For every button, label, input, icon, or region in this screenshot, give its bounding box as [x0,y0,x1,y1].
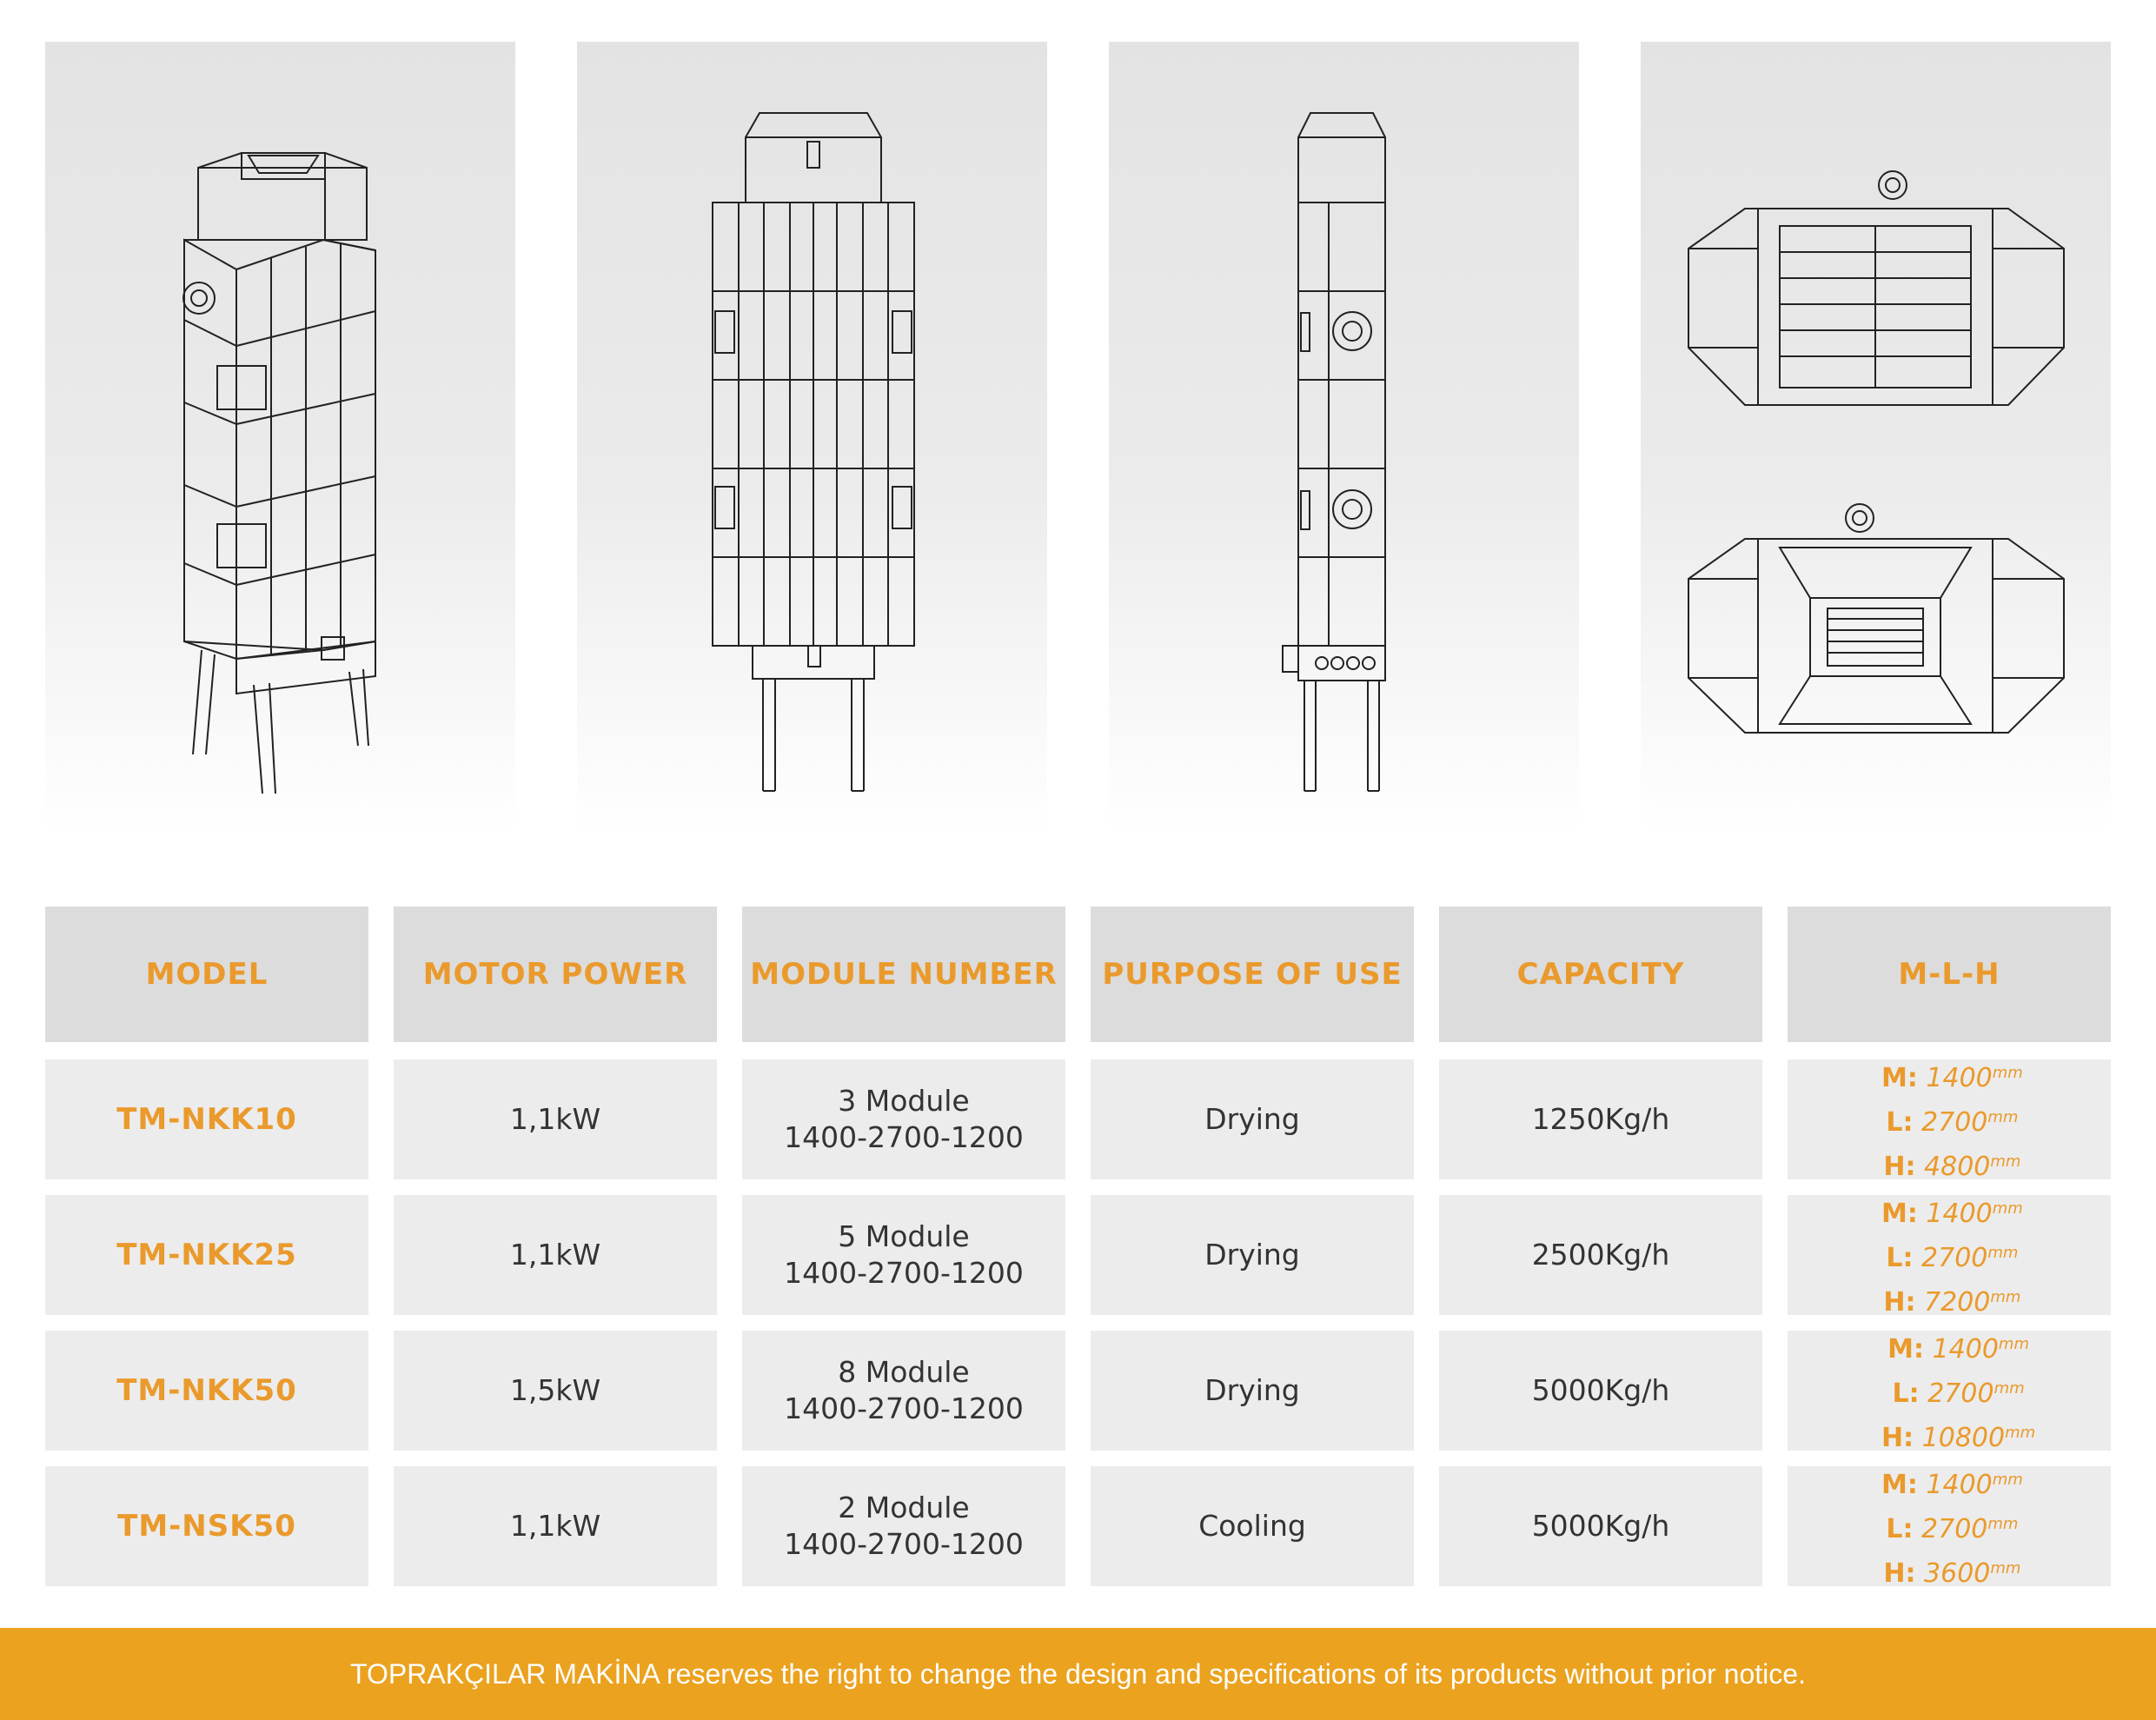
row-2-motor-power: 1,1kW [394,1195,717,1315]
row-3-module-dims: 1400-2700-1200 [784,1391,1024,1425]
row-3-module-count: 8 Module [838,1355,970,1389]
unit-mm: mm [1993,1378,2025,1398]
disclaimer-text: TOPRAKÇILAR MAKİNA reserves the right to… [350,1657,1806,1690]
row-4-h-value: 3600 [1924,1557,1991,1589]
dim-label-h: H: [1883,1151,1916,1182]
row-4-model: TM-NSK50 [45,1466,368,1586]
side-view-panel [1109,42,1579,833]
row-2-dimensions: M: 1400mm L: 2700mm H: 7200mm [1788,1195,2111,1318]
unit-mm: mm [1990,1287,2021,1306]
row-1-l-value: 2700 [1921,1106,1988,1138]
unit-mm: mm [1987,1514,2019,1533]
row-3-l-value: 2700 [1927,1378,1994,1409]
row-2-model: TM-NKK25 [45,1195,368,1315]
dim-label-m: M: [1881,1198,1918,1229]
unit-mm: mm [1992,1199,2023,1218]
row-3-h-value: 10800 [1921,1422,2006,1453]
isometric-dryer-drawing [45,42,515,833]
row-1-purpose: Drying [1091,1059,1414,1179]
dim-label-l: L: [1886,1242,1914,1273]
row-3-model: TM-NKK50 [45,1331,368,1451]
row-2-l-value: 2700 [1921,1242,1988,1273]
front-dryer-drawing [577,42,1047,833]
dim-label-m: M: [1881,1469,1918,1500]
top-bottom-dryer-drawing [1641,42,2111,833]
row-4-module-count: 2 Module [838,1491,970,1524]
unit-mm: mm [1992,1470,2023,1489]
row-4-purpose: Cooling [1091,1466,1414,1586]
row-1-capacity: 1250Kg/h [1439,1059,1762,1179]
row-3-purpose: Drying [1091,1331,1414,1451]
row-4-m-value: 1400 [1926,1469,1993,1500]
row-4-dimensions: M: 1400mm L: 2700mm H: 3600mm [1788,1466,2111,1589]
row-3-dimensions: M: 1400mm L: 2700mm H: 10800mm [1788,1331,2111,1453]
unit-mm: mm [1990,1558,2021,1577]
dim-label-l: L: [1886,1513,1914,1544]
row-1-h-value: 4800 [1924,1151,1991,1182]
side-dryer-drawing [1109,42,1579,833]
header-motor-power: MOTOR POWER [394,906,717,1042]
row-3-m-value: 1400 [1932,1333,1999,1365]
row-1-m-value: 1400 [1926,1062,1993,1093]
unit-mm: mm [2005,1423,2036,1442]
front-view-panel [577,42,1047,833]
row-1-motor-power: 1,1kW [394,1059,717,1179]
dim-label-l: L: [1886,1106,1914,1138]
header-capacity: CAPACITY [1439,906,1762,1042]
dim-label-h: H: [1883,1557,1916,1589]
row-1-module-dims: 1400-2700-1200 [784,1120,1024,1154]
dim-label-h: H: [1883,1286,1916,1318]
row-1-module-count: 3 Module [838,1084,970,1118]
unit-mm: mm [1987,1107,2019,1126]
row-2-module-dims: 1400-2700-1200 [784,1256,1024,1290]
row-4-module-dims: 1400-2700-1200 [784,1527,1024,1561]
unit-mm: mm [1992,1063,2023,1082]
header-m-l-h: M-L-H [1788,906,2111,1042]
isometric-view-panel [45,42,515,833]
header-model: MODEL [45,906,368,1042]
dim-label-m: M: [1881,1062,1918,1093]
dim-label-h: H: [1881,1422,1914,1453]
unit-mm: mm [1998,1334,2029,1353]
dim-label-m: M: [1887,1333,1925,1365]
row-3-capacity: 5000Kg/h [1439,1331,1762,1451]
dim-label-l: L: [1892,1378,1920,1409]
row-3-motor-power: 1,5kW [394,1331,717,1451]
header-purpose-of-use: PURPOSE OF USE [1091,906,1414,1042]
row-4-motor-power: 1,1kW [394,1466,717,1586]
row-2-h-value: 7200 [1924,1286,1991,1318]
header-module-number: MODULE NUMBER [742,906,1065,1042]
row-4-capacity: 5000Kg/h [1439,1466,1762,1586]
row-1-dimensions: M: 1400mm L: 2700mm H: 4800mm [1788,1059,2111,1182]
disclaimer-footer: TOPRAKÇILAR MAKİNA reserves the right to… [0,1628,2156,1720]
row-2-module-count: 5 Module [838,1219,970,1253]
row-2-purpose: Drying [1091,1195,1414,1315]
row-2-m-value: 1400 [1926,1198,1993,1229]
top-bottom-view-panel [1641,42,2111,833]
row-2-capacity: 2500Kg/h [1439,1195,1762,1315]
unit-mm: mm [1990,1152,2021,1171]
row-4-l-value: 2700 [1921,1513,1988,1544]
unit-mm: mm [1987,1243,2019,1262]
row-1-model: TM-NKK10 [45,1059,368,1179]
